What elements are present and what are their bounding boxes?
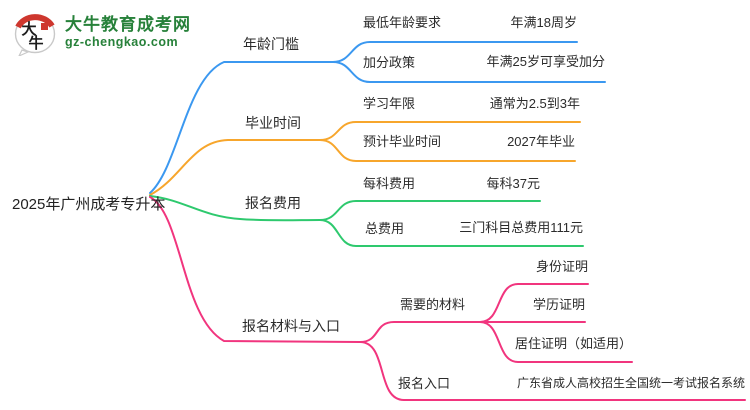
leaf-node-id-proof: 身份证明	[535, 259, 588, 274]
branch-node-graduation: 毕业时间	[245, 115, 301, 131]
child-node-total-fee-label: 总费用	[365, 221, 405, 236]
daniu-seal-icon: 大 牛	[14, 14, 56, 56]
child-node-expected-graduation-value: 2027年毕业	[507, 134, 575, 149]
site-url: gz-chengkao.com	[65, 34, 179, 49]
child-node-portal-label: 报名入口	[398, 376, 451, 391]
child-node-expected-graduation-label: 预计毕业时间	[363, 134, 442, 149]
child-node-per-subject-label: 每科费用	[363, 176, 416, 191]
branch-age-lines	[149, 41, 606, 194]
child-node-bonus-label: 加分政策	[363, 55, 416, 70]
branch-node-fee: 报名费用	[245, 195, 301, 211]
child-node-min-age-label: 最低年龄要求	[363, 15, 442, 30]
seal-char-bottom: 牛	[28, 34, 43, 52]
seal-stamp	[41, 23, 48, 30]
branch-fee-lines	[149, 195, 584, 247]
child-node-study-years-label: 学习年限	[363, 96, 416, 111]
branch-graduation-lines	[149, 121, 581, 196]
site-name: 大牛教育成考网	[65, 15, 191, 35]
branch-node-materials: 报名材料与入口	[242, 318, 340, 334]
child-node-total-fee-value: 三门科目总费用111元	[459, 220, 583, 235]
child-node-required-materials-label: 需要的材料	[400, 297, 466, 312]
child-node-per-subject-value: 每科37元	[486, 176, 540, 191]
leaf-node-residence-proof: 居住证明（如适用）	[514, 336, 632, 351]
branch-node-age: 年龄门槛	[243, 36, 299, 52]
site-logo: 大 牛 大牛教育成考网 gz-chengkao.com	[12, 10, 191, 56]
branch-materials-lines	[149, 196, 746, 401]
seal-char-top: 大	[21, 20, 36, 38]
seal-red-arc	[15, 14, 55, 29]
child-node-portal-value: 广东省成人高校招生全国统一考试报名系统	[516, 376, 745, 390]
root-node: 2025年广州成考专升本	[12, 196, 166, 213]
child-node-bonus-value: 年满25岁可享受加分	[486, 54, 605, 69]
child-node-min-age-value: 年满18周岁	[510, 15, 577, 30]
child-node-study-years-value: 通常为2.5到3年	[489, 96, 580, 111]
leaf-node-education-proof: 学历证明	[532, 297, 585, 312]
